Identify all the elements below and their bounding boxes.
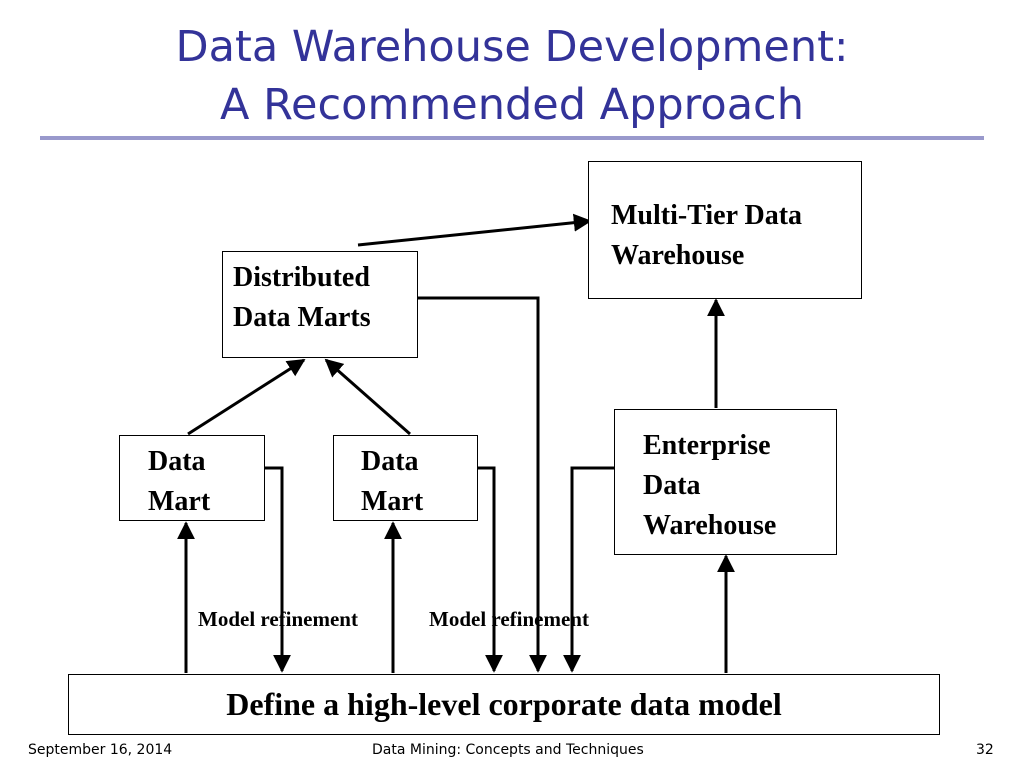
arrow-mart2-to-distributed <box>324 358 411 436</box>
arrow-enterprise-refinement <box>563 466 614 673</box>
enterprise-label-3: Warehouse <box>643 510 777 541</box>
slide-title: Data Warehouse Development: A Recommende… <box>40 18 984 134</box>
title-line-2: A Recommended Approach <box>220 80 804 130</box>
multi-tier-label-2: Warehouse <box>611 240 745 271</box>
data-mart-2-label-1: Data <box>361 446 419 477</box>
footer-page-number: 32 <box>976 742 994 758</box>
arrow-mart2-refinement <box>478 466 503 673</box>
multi-tier-label-1: Multi-Tier Data <box>611 200 803 231</box>
arrow-distributed-refinement <box>418 296 547 673</box>
multi-tier-warehouse-box: Multi-Tier Data Warehouse <box>588 161 862 299</box>
data-mart-2-label-2: Mart <box>361 486 424 517</box>
arrow-mart1-refinement <box>265 466 291 673</box>
data-mart-1-label-1: Data <box>148 446 206 477</box>
enterprise-label-1: Enterprise <box>643 430 771 461</box>
data-mart-box-2: Data Mart <box>333 435 478 521</box>
arrow-distributed-to-multitier <box>357 213 592 247</box>
data-mart-box-1: Data Mart <box>119 435 265 521</box>
distributed-label-1: Distributed <box>233 262 370 293</box>
title-line-1: Data Warehouse Development: <box>175 22 849 72</box>
footer-date: September 16, 2014 <box>28 742 173 758</box>
footer-source: Data Mining: Concepts and Techniques <box>372 742 644 758</box>
distributed-label-2: Data Marts <box>233 302 371 333</box>
model-refinement-label-1: Model refinement <box>198 607 358 631</box>
data-mart-1-label-2: Mart <box>148 486 211 517</box>
title-divider <box>40 136 984 140</box>
model-refinement-label-2: Model refinement <box>429 607 589 631</box>
arrow-mart1-to-distributed <box>187 358 306 436</box>
corporate-data-model-box: Define a high-level corporate data model <box>68 674 940 735</box>
corporate-model-label: Define a high-level corporate data model <box>226 686 782 722</box>
distributed-data-marts-box: Distributed Data Marts <box>222 251 418 358</box>
enterprise-warehouse-box: Enterprise Data Warehouse <box>614 409 837 555</box>
enterprise-label-2: Data <box>643 470 701 501</box>
